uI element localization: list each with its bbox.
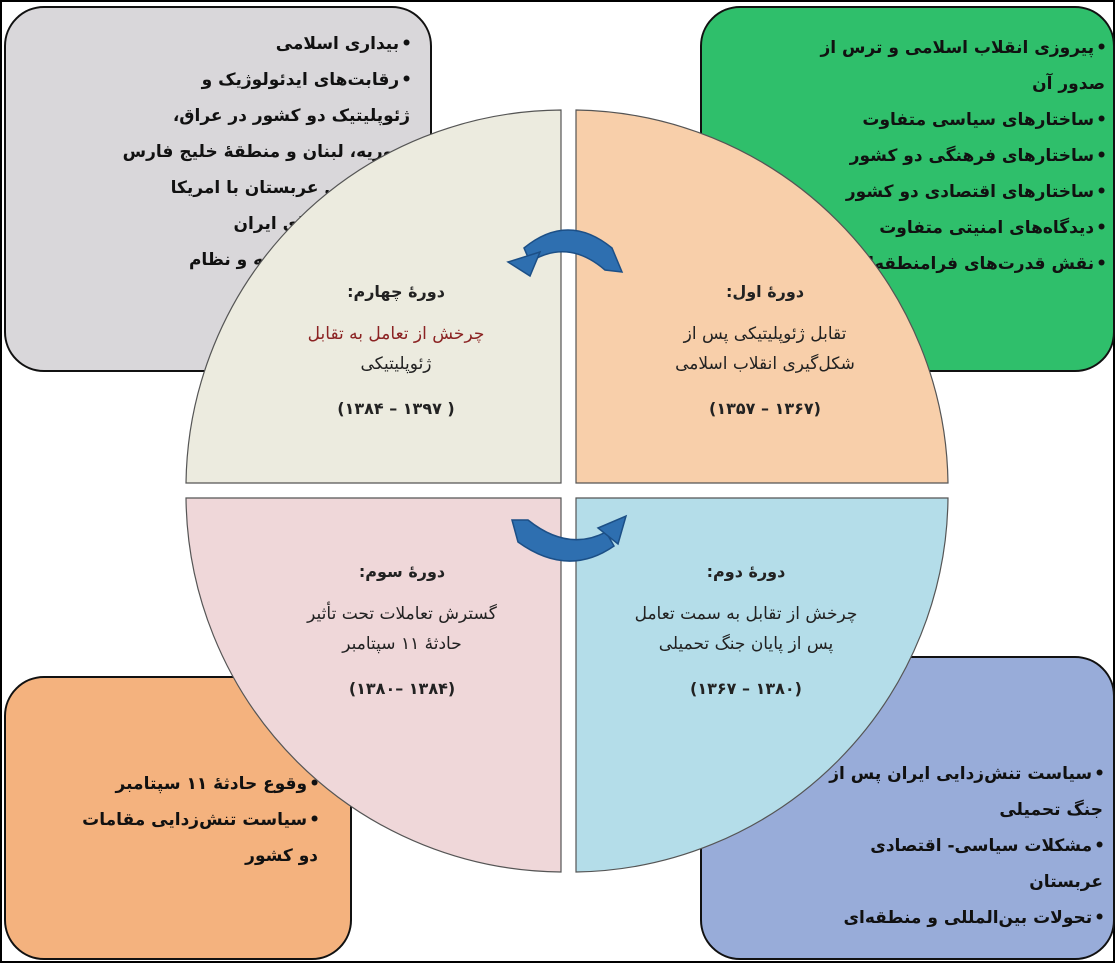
- period-heading: دورهٔ چهارم:: [347, 282, 445, 301]
- quadrant-3-text: دورهٔ سوم: گسترش تعاملات تحت تأثیر حادثه…: [252, 562, 552, 698]
- quadrant-2: [575, 497, 949, 873]
- list-item: ساختارهای اقتصادی دو کشور: [712, 174, 1107, 210]
- list-item: دیدگاه‌های امنیتی متفاوت: [712, 210, 1107, 246]
- list-item: عربستان: [1029, 872, 1103, 892]
- quadrant-4: [185, 109, 562, 484]
- period-heading: دورهٔ سوم:: [358, 562, 446, 581]
- period-title-line: چرخش از تقابل به سمت تعامل: [634, 604, 858, 624]
- period-title-line: شکل‌گیری انقلاب اسلامی: [675, 354, 855, 374]
- list-item: ژئوپلیتیک دو کشور در عراق،: [172, 106, 410, 126]
- quadrant-4-text: دورهٔ چهارم: چرخش از تعامل به تقابل ژئوپ…: [246, 282, 546, 418]
- period-dates: (۱۳۶۷ – ۱۳۵۷): [709, 399, 821, 418]
- list-item: ساختارهای سیاسی متفاوت: [712, 102, 1107, 138]
- quadrant-3: [185, 497, 562, 873]
- period-dates: (۱۳۸۴ –۱۳۸۰): [348, 679, 456, 698]
- cycle-arrow-top: [506, 229, 624, 278]
- list-item: وقوع حادثهٔ ۱۱ سپتامبر: [20, 766, 320, 802]
- period-title-line: ژئوپلیتیکی: [360, 354, 432, 374]
- list-item: مشکلات سیاسی- اقتصادی: [715, 828, 1105, 864]
- list-item: رقابت‌های ایدئولوژیک و: [22, 62, 412, 98]
- period-title-line: حادثهٔ ۱۱ سپتامبر: [342, 634, 462, 654]
- list-top-right: پیروزی انقلاب اسلامی و ترس از صدور آن سا…: [712, 30, 1107, 282]
- list-item: پیروزی انقلاب اسلامی و ترس از: [712, 30, 1107, 66]
- period-dates: (۱۳۸۰ – ۱۳۶۷): [690, 679, 802, 698]
- quadrant-2-text: دورهٔ دوم: چرخش از تقابل به سمت تعامل پس…: [576, 562, 916, 698]
- period-title-line: پس از پایان جنگ تحمیلی: [658, 634, 834, 654]
- list-item: بیداری اسلامی: [22, 26, 412, 62]
- period-heading: دورهٔ دوم:: [706, 562, 786, 581]
- list-item: تحولات بین‌المللی و منطقه‌ای: [715, 900, 1105, 936]
- list-item: جنگ تحمیلی: [999, 800, 1103, 820]
- period-heading: دورهٔ اول:: [725, 282, 805, 301]
- list-bottom-right: سیاست تنش‌زدایی ایران پس از جنگ تحمیلی م…: [715, 756, 1105, 936]
- cycle-arrow-bottom: [511, 514, 628, 562]
- period-title-line: چرخش از تعامل به تقابل: [307, 324, 485, 344]
- period-dates: ( ۱۳۹۷ – ۱۳۸۴): [337, 399, 455, 418]
- list-item: سیاست تنش‌زدایی ایران پس از: [715, 756, 1105, 792]
- list-item: صدور آن: [1032, 74, 1105, 94]
- quadrant-1-text: دورهٔ اول: تقابل ژئوپلیتیکی پس از شکل‌گی…: [596, 282, 934, 418]
- list-item: سوریه، لبنان و منطقهٔ خلیج فارس: [122, 142, 410, 162]
- period-title-line: تقابل ژئوپلیتیکی پس از: [683, 324, 847, 344]
- list-item: ساختارهای فرهنگی دو کشور: [712, 138, 1107, 174]
- list-item: نقش قدرت‌های فرامنطقه‌ای: [712, 246, 1107, 282]
- quadrant-1: [575, 109, 949, 484]
- list-item: سیاست تنش‌زدایی مقامات: [20, 802, 320, 838]
- period-title-line: گسترش تعاملات تحت تأثیر: [307, 604, 497, 624]
- list-item: دو کشور: [245, 846, 318, 866]
- list-bottom-left: وقوع حادثهٔ ۱۱ سپتامبر سیاست تنش‌زدایی م…: [20, 766, 320, 874]
